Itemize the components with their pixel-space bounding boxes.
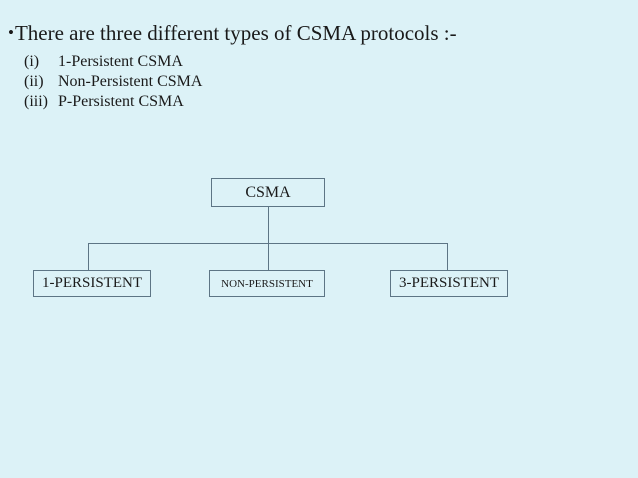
list-item: (i) 1-Persistent CSMA [24,52,202,72]
connector-drop-left [88,243,89,270]
list-item-marker: (iii) [24,93,48,110]
list-item-label: P-Persistent CSMA [58,93,184,110]
node-3-persistent-label: 3-PERSISTENT [398,275,499,291]
page-title: •There are three different types of CSMA… [8,20,457,46]
list-item-label: 1-Persistent CSMA [58,53,183,70]
protocol-list: (i) 1-Persistent CSMA (ii) Non-Persistent … [24,52,202,112]
list-item-marker: (i) [24,53,40,70]
bullet-icon: • [8,23,14,42]
node-3-persistent: 3-PERSISTENT [390,270,508,297]
node-csma-label: CSMA [245,183,291,201]
list-item-label: Non-Persistent CSMA [58,73,203,90]
node-non-persistent-label: NON-PERSISTENT [221,277,313,290]
list-item: (ii) Non-Persistent CSMA [24,72,202,92]
connector-drop-right [447,243,448,270]
connector-root-stem [268,207,269,243]
page-title-text: There are three different types of CSMA … [14,21,457,45]
node-1-persistent-label: 1-PERSISTENT [41,275,142,291]
list-item: (iii) P-Persistent CSMA [24,92,202,112]
node-1-persistent: 1-PERSISTENT [33,270,151,297]
node-csma: CSMA [211,178,325,207]
node-non-persistent: NON-PERSISTENT [209,270,325,297]
list-item-marker: (ii) [24,73,44,90]
connector-drop-middle [268,243,269,270]
